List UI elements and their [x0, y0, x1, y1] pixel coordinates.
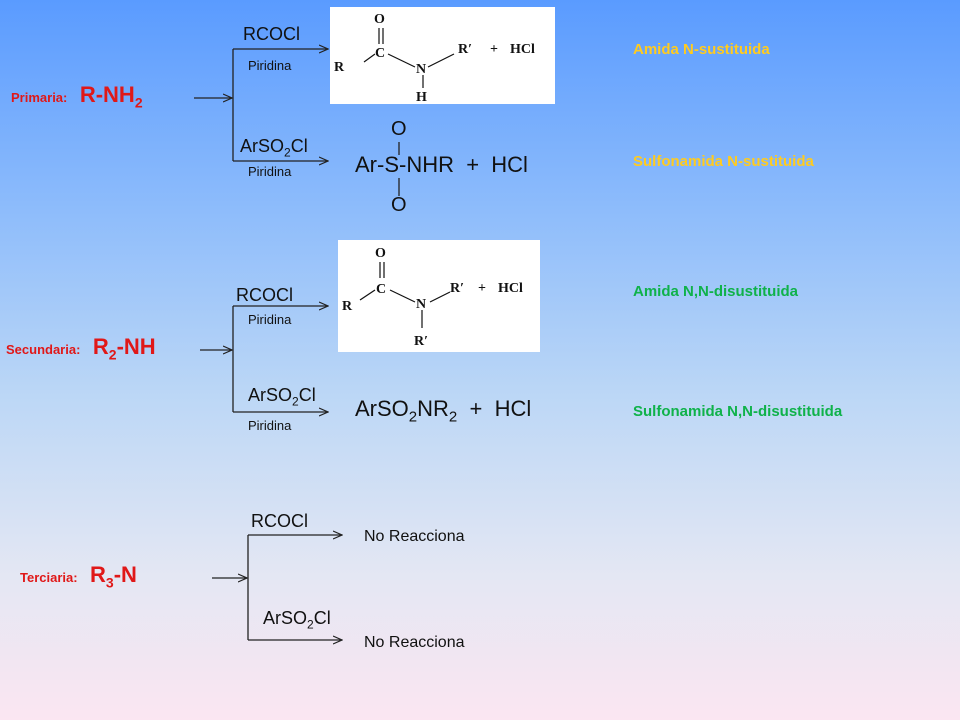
primary-sulfonyl-o-bottom: O — [391, 194, 407, 216]
secondary-top-reagent: RCOCl — [236, 285, 293, 305]
primary-top-reagent: RCOCl — [243, 24, 300, 44]
secondary-amide-structure: O C R N R′ + HCl R′ — [338, 240, 540, 352]
tertiary-amine: R3-N — [90, 562, 137, 591]
secondary-amine: R2-NH — [92, 334, 156, 363]
primary-sulfonyl-o-top: O — [391, 118, 407, 140]
tertiary-label-group: Terciaria: R3-N — [20, 562, 137, 590]
secondary-atom-o: O — [375, 246, 386, 261]
tertiary-bottom-reagent: ArSO2Cl — [263, 608, 331, 632]
primary-plus: + — [490, 42, 498, 57]
secondary-bottom-solvent: Piridina — [248, 418, 292, 433]
primary-result-bottom: Sulfonamida N-sustituida — [633, 153, 814, 170]
tertiary-label: Terciaria: — [20, 570, 78, 585]
primary-amide-structure: O C R N R′ + HCl H — [330, 7, 555, 105]
primary-sulfonamide-formula: Ar-S-NHR + HCl — [355, 152, 528, 177]
secondary-hcl: HCl — [498, 281, 523, 296]
secondary-result-bottom: Sulfonamida N,N-disustituida — [633, 403, 843, 420]
primary-hcl: HCl — [510, 42, 535, 57]
secondary-atom-r2: R′ — [450, 281, 464, 296]
primary-atom-n: N — [416, 62, 426, 77]
primary-atom-h: H — [416, 90, 427, 104]
secondary-result-top: Amida N,N-disustituida — [633, 283, 799, 300]
primary-bottom-solvent: Piridina — [248, 164, 292, 179]
primary-amine: R-NH2 — [79, 82, 143, 111]
secondary-sulfonamide-formula: ArSO2NR2 + HCl — [355, 396, 532, 426]
primary-bottom-reagent: ArSO2Cl — [240, 136, 308, 160]
secondary-atom-r3: R′ — [414, 334, 428, 349]
tertiary-top-result: No Reacciona — [364, 528, 465, 545]
tertiary-top-reagent: RCOCl — [251, 511, 308, 531]
secondary-label: Secundaria: — [6, 342, 81, 357]
primary-top-solvent: Piridina — [248, 58, 292, 73]
primary-atom-o: O — [374, 12, 385, 27]
primary-atom-c: C — [375, 46, 385, 61]
secondary-atom-c: C — [376, 282, 386, 297]
secondary-plus: + — [478, 281, 486, 296]
secondary-label-group: Secundaria: R2-NH — [6, 334, 156, 362]
primary-label-group: Primaria: R-NH2 — [11, 82, 143, 110]
primary-atom-r: R — [334, 60, 345, 75]
secondary-atom-r: R — [342, 299, 353, 314]
tertiary-bottom-result: No Reacciona — [364, 634, 465, 651]
primary-amide-svg: O C R N R′ + HCl H — [334, 12, 535, 105]
primary-label: Primaria: — [11, 90, 68, 105]
secondary-amide-svg: O C R N R′ + HCl R′ — [342, 246, 523, 349]
primary-atom-r2: R′ — [458, 42, 472, 57]
secondary-top-solvent: Piridina — [248, 312, 292, 327]
secondary-atom-n: N — [416, 297, 426, 312]
primary-result-top: Amida N-sustituida — [633, 41, 770, 58]
secondary-bottom-reagent: ArSO2Cl — [248, 385, 316, 409]
